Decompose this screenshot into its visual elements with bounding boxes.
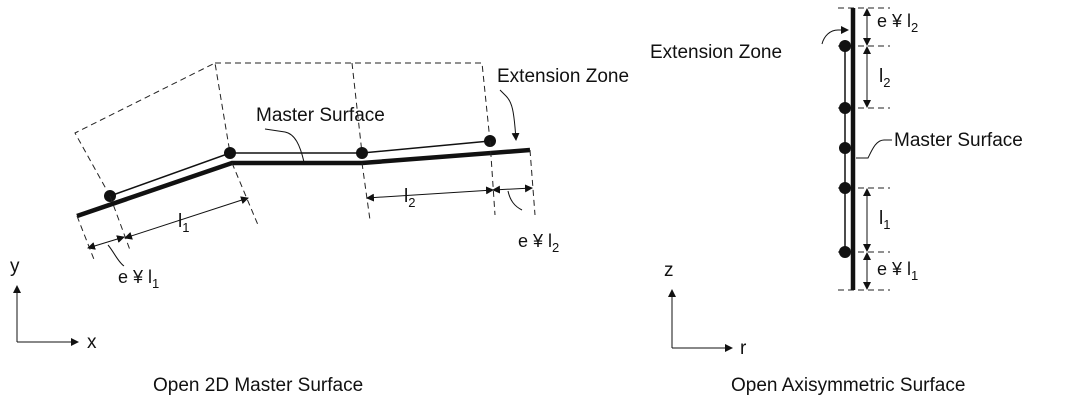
dim-el1-label-axi: e ¥ l1 [877, 259, 918, 283]
master-surface-leader-2d [264, 128, 305, 163]
extension-zone-leader-2d [499, 89, 520, 141]
node [839, 182, 851, 194]
dim-l2-label: l2 [404, 186, 415, 210]
axis-y-label: y [10, 256, 20, 277]
node [839, 142, 851, 154]
dimension-ticks-2d [76, 140, 536, 263]
dim-el2-label: e ¥ l2 [518, 231, 559, 255]
extension-line-2d [109, 140, 491, 197]
axis-z-label: z [664, 260, 674, 281]
node [839, 246, 851, 258]
node [356, 147, 368, 159]
extension-zone-leader-axi [821, 26, 849, 45]
dim-line-l1 [124, 196, 249, 240]
dim-l1-label: l1 [178, 211, 189, 235]
axis-x-label: x [87, 332, 97, 353]
master-surface-line-2d [76, 147, 531, 219]
master-surface-leader-axi [856, 139, 892, 159]
dim-l2-label-axi: l2 [879, 66, 890, 90]
leader-el1 [107, 244, 125, 267]
left-figure-2d: l1 e ¥ l1 l2 e ¥ l2 Master Surface Exten… [10, 62, 629, 396]
leader-el2 [507, 190, 523, 211]
right-figure-axisymmetric: e ¥ l2 l2 l1 e ¥ l1 Extension Zone Maste… [650, 7, 1023, 396]
caption-axi: Open Axisymmetric Surface [731, 375, 965, 396]
dashed-element-outlines [74, 62, 491, 197]
dim-line-el1 [87, 235, 125, 250]
extension-zone-label-axi: Extension Zone [650, 42, 782, 63]
master-surface-label-axi: Master Surface [894, 130, 1023, 151]
caption-2d: Open 2D Master Surface [153, 375, 363, 396]
axes-zr: z r [664, 260, 747, 359]
extension-zone-label-2d: Extension Zone [497, 66, 629, 87]
node [224, 147, 236, 159]
node [839, 102, 851, 114]
dim-l1-label-axi: l1 [879, 208, 890, 232]
dim-el1-label: e ¥ l1 [118, 267, 159, 291]
master-surface-label-2d: Master Surface [256, 105, 385, 126]
dim-line-l2 [366, 186, 494, 202]
axis-r-label: r [740, 338, 747, 359]
dim-line-el2 [492, 184, 533, 194]
node [839, 40, 851, 52]
dim-el2-label-axi: e ¥ l2 [877, 11, 918, 35]
axes-xy: y x [10, 256, 97, 353]
